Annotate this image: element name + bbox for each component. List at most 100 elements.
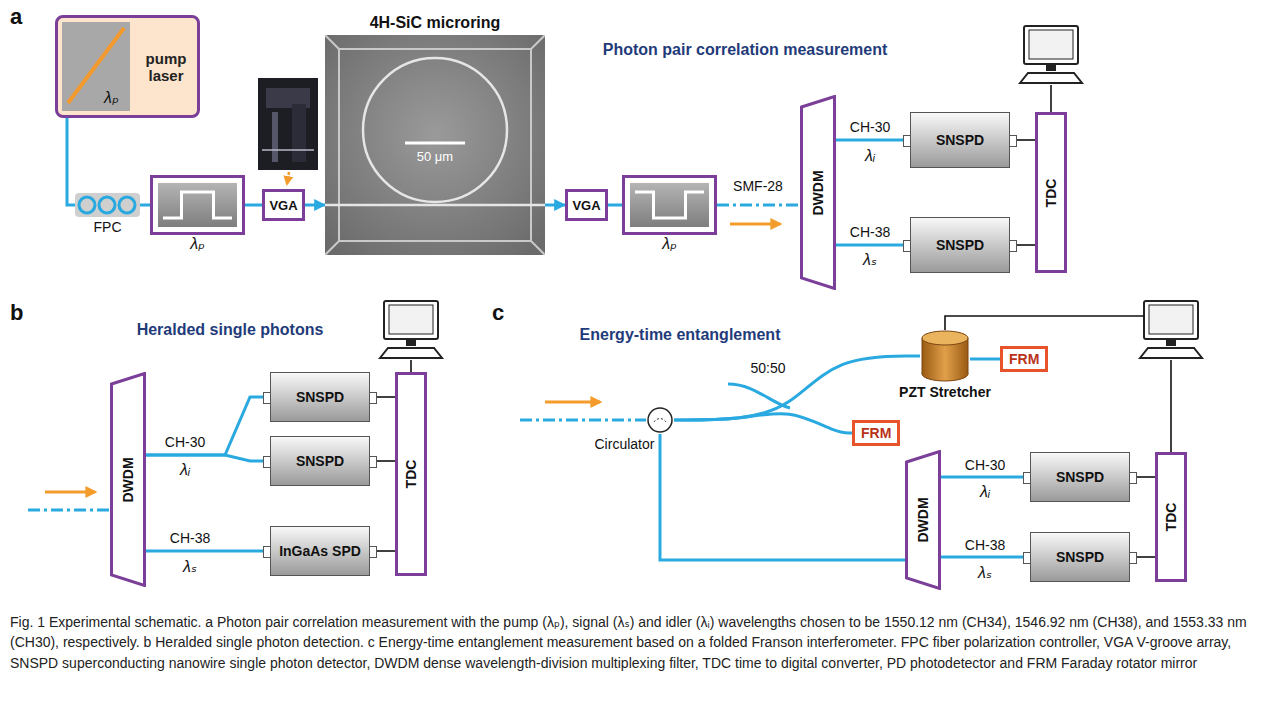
detector-box: SNSPD (270, 436, 370, 486)
polarization-controller: FPC (75, 193, 140, 217)
edge-label: CH-30 (165, 434, 205, 450)
tdc-box: TDC (395, 372, 427, 576)
input-fiber (520, 419, 646, 422)
wavelength-label: λᵢ (865, 147, 875, 165)
edge-label: CH-30 (850, 119, 890, 135)
fiber-connector (660, 434, 905, 560)
component-graphic (75, 193, 140, 217)
edge-label: CH-38 (170, 530, 210, 546)
vga-photo (258, 78, 318, 184)
component-label: SNSPD (290, 453, 350, 469)
fiber-connector (305, 204, 325, 207)
vga-box: VGA (565, 189, 608, 221)
component-label: DWDM (810, 170, 826, 215)
component-label: 50 μm (417, 149, 453, 164)
wavelength-label: λₛ (183, 557, 197, 576)
component-label: 4H-SiC microring (370, 14, 501, 32)
circulator: Circulator (646, 406, 674, 434)
component-graphic (646, 406, 674, 434)
detector-box: InGaAs SPD (270, 526, 370, 576)
edge-label: CH-38 (965, 537, 1005, 553)
detector-box: SNSPD (1030, 452, 1130, 502)
pzt-stretcher: PZT Stretcher (920, 330, 970, 382)
fiber-connector (245, 204, 262, 207)
detector-box: SNSPD (1030, 532, 1130, 582)
dwdm-filter: DWDM (905, 450, 941, 590)
filter-box: λₚ (622, 175, 717, 235)
panel-letter: b (10, 300, 23, 326)
fiber-connector (674, 356, 920, 420)
filter-box: λₚ (150, 175, 245, 235)
fiber-connector (140, 204, 150, 207)
faraday-mirror: FRM (1000, 346, 1048, 372)
dwdm-filter: DWDM (110, 372, 146, 587)
detector-box: SNSPD (270, 372, 370, 422)
figure-caption: Fig. 1 Experimental schematic. a Photon … (10, 612, 1274, 673)
component-label: TDC (1163, 503, 1179, 532)
tdc-box: TDC (1035, 112, 1067, 273)
dwdm-filter: DWDM (800, 95, 836, 290)
fiber-connector (146, 455, 270, 461)
component-label: FRM (855, 425, 897, 441)
fiber-connector (836, 244, 910, 247)
component-label: TDC (1043, 178, 1059, 207)
direction-arrow (730, 223, 780, 226)
component-label: λₚ (104, 88, 119, 107)
component-graphic (920, 330, 970, 382)
wavelength-label: λₛ (863, 250, 877, 269)
panel-title: Energy-time entanglement (580, 326, 781, 344)
fiber-connector (970, 358, 1000, 361)
panel-letter: a (10, 4, 22, 30)
detector-box: SNSPD (910, 217, 1010, 273)
component-label: λₚ (662, 234, 677, 253)
component-label: SNSPD (1050, 469, 1110, 485)
edge-label: CH-38 (850, 224, 890, 240)
component-label: SNSPD (930, 237, 990, 253)
wavelength-label: λᵢ (180, 461, 190, 479)
coupler-ratio: 50:50 (750, 360, 785, 376)
fiber-connector (941, 556, 1030, 559)
detector-box: SNSPD (910, 112, 1010, 168)
edge-label: SMF-28 (733, 178, 783, 194)
component-label: FPC (94, 219, 122, 235)
fiber-connector (545, 204, 565, 207)
component-label: TDC (403, 460, 419, 489)
fiber-connector (941, 476, 1030, 479)
component-label: PZT Stretcher (899, 384, 991, 400)
component-label: InGaAs SPD (273, 543, 367, 559)
component-label: SNSPD (1050, 549, 1110, 565)
panel-title: Photon pair correlation measurement (603, 41, 888, 59)
computer (1020, 26, 1082, 83)
component-label: λₚ (190, 234, 205, 253)
computer (1140, 301, 1202, 358)
component-label: pump laser (138, 49, 194, 84)
data-wire (1170, 360, 1172, 452)
fiber-connector (608, 204, 622, 207)
component-label: Circulator (595, 436, 655, 452)
component-label: SNSPD (290, 389, 350, 405)
fiber-connector (146, 550, 270, 553)
fiber-connector (146, 397, 270, 455)
fiber-connector (67, 118, 75, 205)
direction-arrow (45, 491, 95, 494)
component-label: DWDM (915, 497, 931, 542)
component-label: VGA (266, 198, 300, 213)
input-fiber (28, 509, 110, 512)
wavelength-label: λₛ (978, 563, 992, 582)
data-wire (410, 360, 412, 372)
fiber-connector (674, 414, 852, 433)
fiber-connector (836, 139, 910, 142)
component-graphic (325, 35, 545, 255)
microring-image: 4H-SiC microring50 μm (325, 35, 545, 255)
component-label: FRM (1003, 351, 1045, 367)
vga-box: VGA (262, 189, 305, 221)
fiber-connector (717, 204, 800, 207)
pump-laser: λₚ pump laser (55, 15, 200, 118)
tdc-box: TDC (1155, 452, 1187, 582)
panel-title: Heralded single photons (137, 321, 324, 339)
component-graphic (625, 178, 714, 232)
component-label: VGA (569, 198, 603, 213)
edge-label: CH-30 (965, 457, 1005, 473)
coupler-arm (728, 384, 790, 408)
computer (380, 301, 442, 358)
